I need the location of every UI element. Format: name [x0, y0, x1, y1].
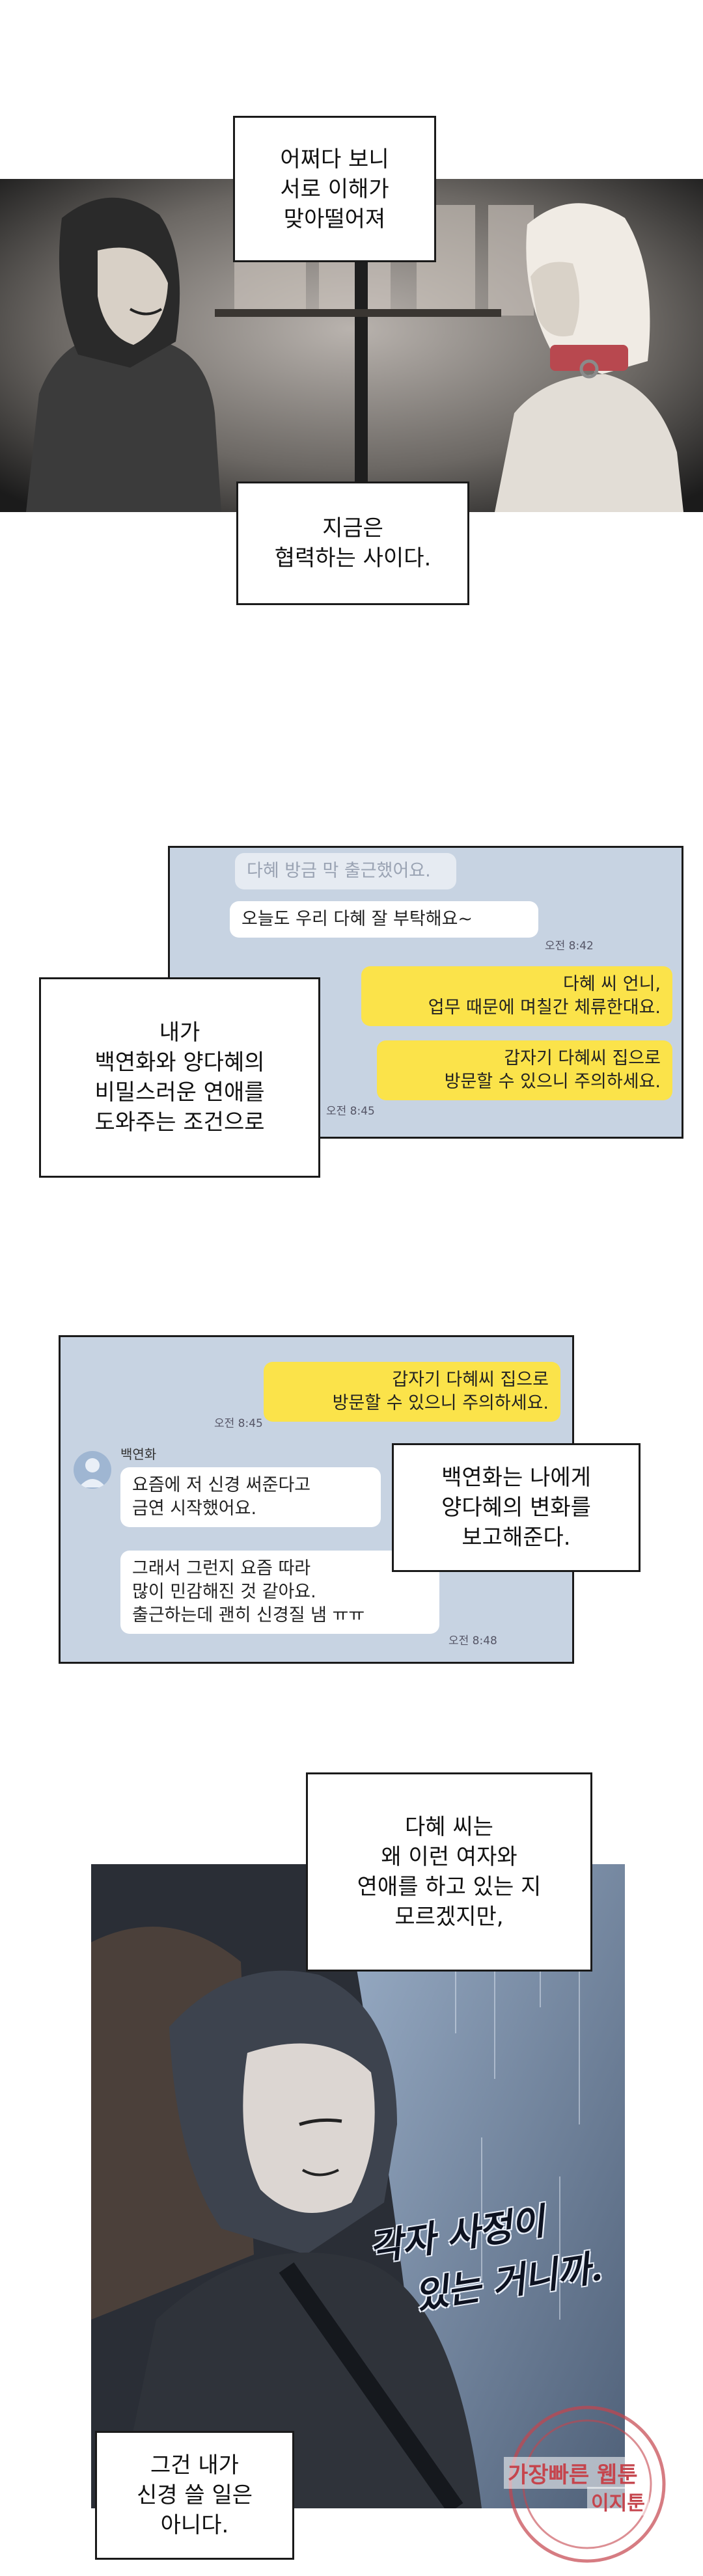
chat-timestamp: 오전 8:45 — [326, 1105, 375, 1118]
chat-bubble-incoming: 그래서 그런지 요즘 따라 많이 민감해진 것 같아요. 출근하는데 괜히 신경… — [120, 1551, 439, 1634]
narration-box-5: 다혜 씨는 왜 이런 여자와 연애를 하고 있는 지 모르겠지만, — [306, 1772, 592, 1972]
narration-box-1: 어쩌다 보니 서로 이해가 맞아떨어져 — [233, 116, 436, 262]
chat-timestamp: 오전 8:48 — [448, 1634, 497, 1647]
chat-timestamp: 오전 8:45 — [214, 1417, 263, 1430]
watermark-stamp: 가장빠른 웹툰 이지툰 — [489, 2400, 685, 2569]
narration-box-4: 백연화는 나에게 양다혜의 변화를 보고해준다. — [392, 1443, 641, 1572]
watermark-line-2: 이지툰 — [587, 2487, 649, 2515]
narration-box-2: 지금은 협력하는 사이다. — [236, 481, 469, 605]
chat-bubble-incoming: 요즘에 저 신경 써준다고 금연 시작했어요. — [120, 1467, 381, 1527]
chat-timestamp: 오전 8:42 — [545, 940, 594, 953]
narration-box-6: 그건 내가 신경 쓸 일은 아니다. — [95, 2431, 294, 2560]
chat-bubble-outgoing: 다혜 씨 언니, 업무 때문에 며칠간 체류한대요. — [361, 966, 672, 1026]
narration-box-3: 내가 백연화와 양다혜의 비밀스러운 연애를 도와주는 조건으로 — [39, 977, 320, 1178]
chat-screenshot-1: 다혜 방금 막 출근했어요. 오늘도 우리 다혜 잘 부탁해요~ 오전 8:42… — [168, 846, 683, 1139]
panel-car-art — [91, 1864, 625, 2508]
chat-bubble-faded: 다혜 방금 막 출근했어요. — [235, 853, 456, 889]
avatar — [74, 1451, 111, 1489]
watermark-line-1: 가장빠른 웹툰 — [504, 2457, 642, 2489]
chat-bubble-incoming: 오늘도 우리 다혜 잘 부탁해요~ — [230, 901, 538, 938]
chat-bubble-outgoing: 갑자기 다혜씨 집으로 방문할 수 있으니 주의하세요. — [377, 1040, 672, 1100]
user-icon — [79, 1458, 106, 1487]
chat-sender-name: 백연화 — [120, 1446, 157, 1462]
chat-bubble-outgoing: 갑자기 다혜씨 집으로 방문할 수 있으니 주의하세요. — [264, 1362, 560, 1422]
panel-car — [91, 1864, 625, 2508]
